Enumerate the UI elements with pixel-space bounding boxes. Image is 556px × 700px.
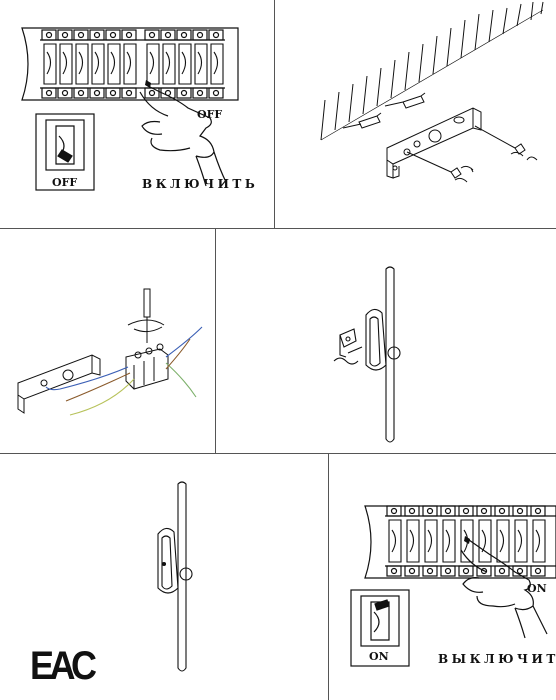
installed-lamp-illustration: [157, 481, 193, 672]
breaker-panel-off-illustration: OFF OFF: [21, 27, 239, 191]
step3-panel: [0, 229, 215, 453]
eac-certification-mark: EAC: [30, 644, 97, 688]
divider-row3-vertical: [328, 454, 329, 700]
divider-h1: [0, 228, 556, 229]
wiring-connection-illustration: [17, 288, 203, 416]
step2-panel: [275, 0, 556, 228]
step4-panel: [216, 229, 556, 453]
step1-switch-label: OFF: [197, 108, 222, 121]
step1-panel: OFF OFF ВКЛЮЧИТЬ: [0, 0, 274, 228]
bracket-wall-mounting-illustration: [320, 1, 544, 183]
breaker-panel-on-illustration: ON ON: [350, 505, 556, 667]
step6-panel: ON ON ВЫКЛЮЧИТЬ: [329, 454, 556, 700]
divider-row2-vertical: [215, 229, 216, 453]
step1-inset-label: OFF: [52, 176, 77, 189]
step6-switch-label: ON: [527, 582, 547, 595]
divider-row1-vertical: [274, 0, 275, 228]
step5-panel: EAC: [0, 454, 328, 700]
step6-inset-label: ON: [369, 650, 389, 663]
step1-caption: ВКЛЮЧИТЬ: [142, 177, 259, 191]
divider-h2: [0, 453, 556, 454]
lamp-attach-illustration: [333, 266, 401, 443]
step6-caption: ВЫКЛЮЧИТЬ: [438, 652, 556, 666]
